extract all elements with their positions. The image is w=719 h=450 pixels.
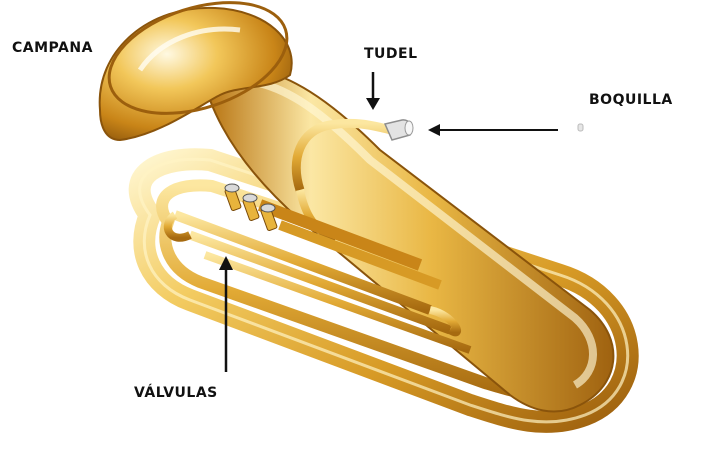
mouthpiece — [385, 120, 413, 140]
label-tudel: TUDEL — [364, 46, 418, 62]
boquilla-label-tip — [578, 124, 583, 131]
label-valvulas: VÁLVULAS — [134, 385, 218, 401]
arrow-tudel — [366, 72, 380, 110]
tuba-illustration — [95, 0, 628, 422]
arrow-boquilla — [428, 124, 558, 136]
label-campana: CAMPANA — [12, 40, 93, 56]
label-boquilla: BOQUILLA — [589, 92, 673, 108]
